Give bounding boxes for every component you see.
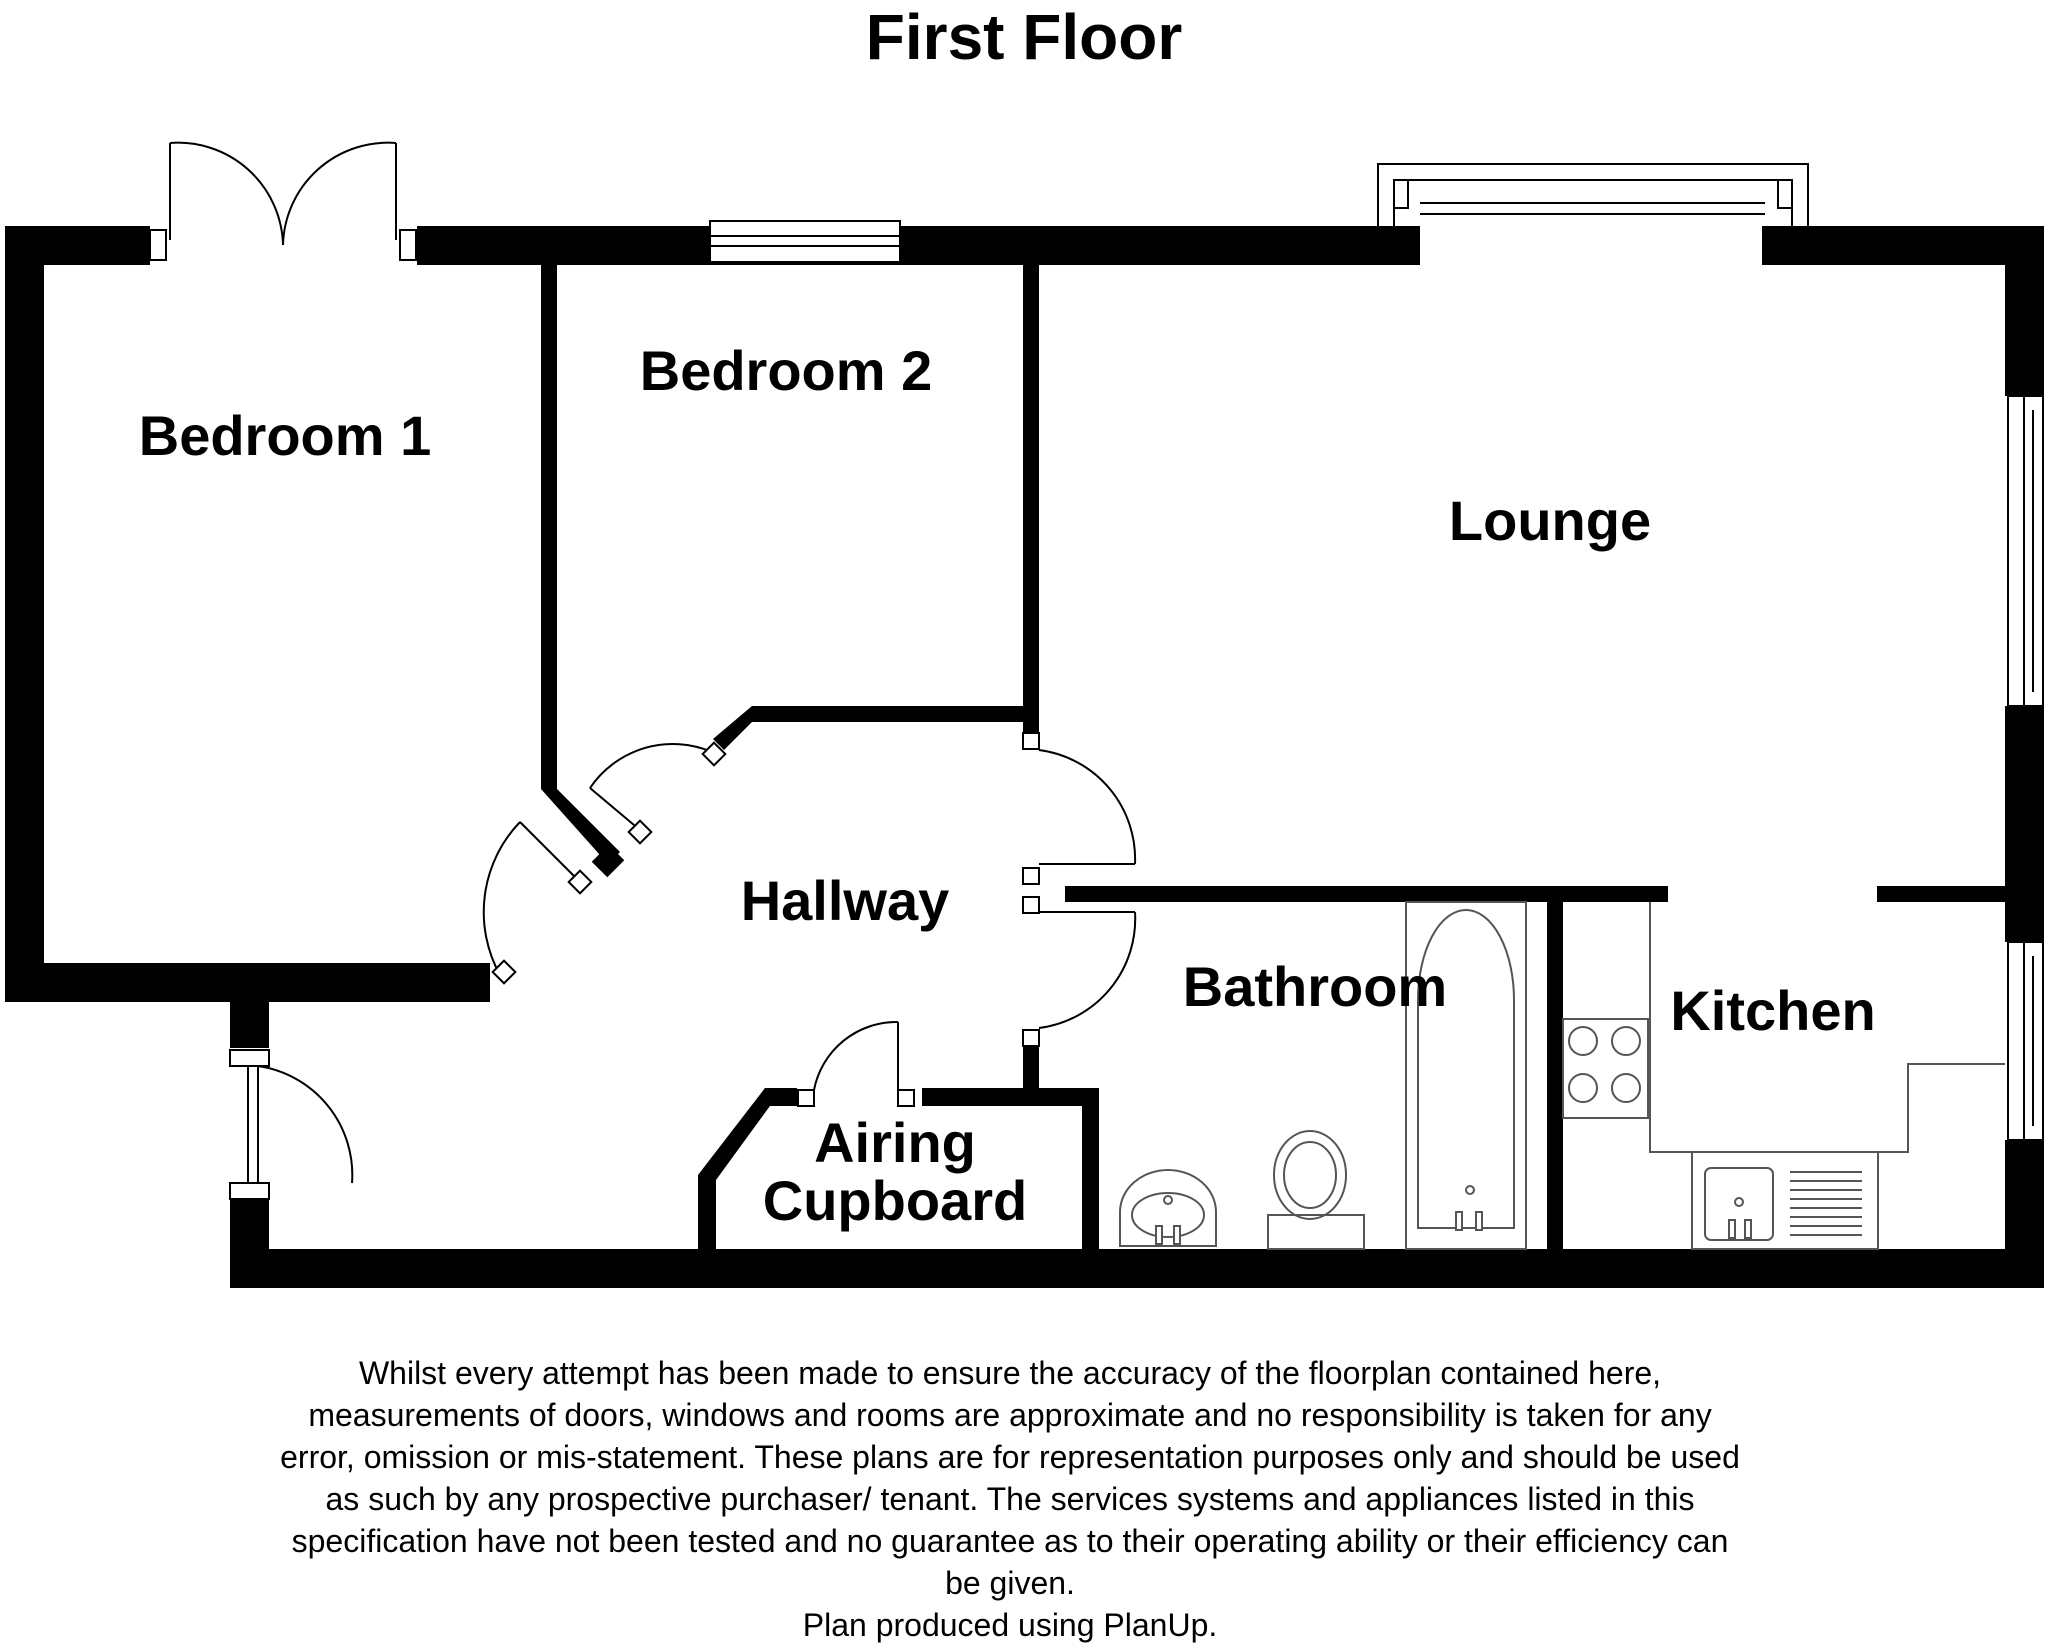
room-label-kitchen: Kitchen (1670, 979, 1875, 1042)
window-lounge-bay (1377, 163, 1809, 226)
fixtures (1119, 901, 2005, 1250)
door-bedroom1 (482, 821, 593, 985)
door-bedroom1-french (169, 141, 397, 246)
disclaimer-line: specification have not been tested and n… (291, 1523, 1729, 1559)
disclaimer-line: as such by any prospective purchaser/ te… (325, 1481, 1695, 1517)
wall-bed2-lounge (1023, 265, 1039, 733)
kitchen-worktop (1649, 902, 2005, 1250)
wall-lounge-bath (1065, 886, 1668, 902)
walls (5, 226, 2044, 1288)
wall-entry-upper (230, 963, 269, 1048)
wall-airing-right (1082, 1088, 1099, 1249)
window-bedroom2 (709, 220, 901, 263)
room-label-bathroom: Bathroom (1183, 955, 1447, 1018)
wall-bed1-diagonal (541, 789, 620, 864)
wall-lounge-kitchen (1877, 886, 2005, 902)
wall-bed2-diagonal (713, 706, 752, 750)
disclaimer-line: Whilst every attempt has been made to en… (358, 1355, 1662, 1391)
room-label-bedroom1: Bedroom 1 (139, 404, 432, 467)
disclaimer-line: error, omission or mis-statement. These … (280, 1439, 1740, 1475)
wall-bath-kitchen (1547, 902, 1563, 1249)
wall-entry-lower (230, 1200, 269, 1288)
room-label-hallway: Hallway (741, 869, 950, 932)
toilet (1267, 1130, 1365, 1250)
room-label-airing: Airing (814, 1111, 976, 1174)
wall-airing-top-right (922, 1088, 1099, 1106)
door-bedroom2 (589, 741, 727, 845)
disclaimer-line: measurements of doors, windows and rooms… (308, 1397, 1712, 1433)
door-bathroom (1038, 911, 1137, 1029)
doors (169, 141, 1137, 1184)
door-airing-cupboard (813, 1020, 899, 1091)
room-label-bedroom2: Bedroom 2 (640, 339, 933, 402)
room-label-cupboard: Cupboard (763, 1169, 1027, 1232)
room-labels: Bedroom 1 Bedroom 2 Lounge Hallway Bathr… (139, 339, 1876, 1232)
window-kitchen (2007, 941, 2044, 1141)
wall-top-middle (417, 226, 1420, 265)
wall-top-right (1762, 226, 2044, 265)
hob (1562, 1018, 1649, 1119)
bathroom-basin (1119, 1169, 1217, 1247)
wall-bed1-bed2 (541, 265, 557, 789)
bath (1405, 901, 1527, 1250)
disclaimer-line: be given. (945, 1565, 1075, 1601)
window-lounge-side (2007, 395, 2044, 707)
windows (709, 163, 2044, 1141)
wall-bed1-stub (591, 844, 625, 878)
wall-right-middle (2005, 706, 2044, 942)
wall-bottom (230, 1249, 2044, 1288)
door-entrance (247, 1065, 354, 1184)
door-lounge (1038, 749, 1137, 865)
kitchen-sink (1704, 1167, 1862, 1241)
disclaimer: Whilst every attempt has been made to en… (60, 1352, 1960, 1646)
plan-title: First Floor (865, 1, 1183, 73)
wall-bed2-bottom (752, 706, 1039, 722)
disclaimer-line: Plan produced using PlanUp. (802, 1607, 1218, 1643)
jambs (149, 229, 1040, 1200)
wall-left (5, 226, 44, 1002)
wall-right-upper (2005, 226, 2044, 396)
room-label-lounge: Lounge (1449, 489, 1651, 552)
wall-airing-diagonal (698, 1088, 783, 1249)
